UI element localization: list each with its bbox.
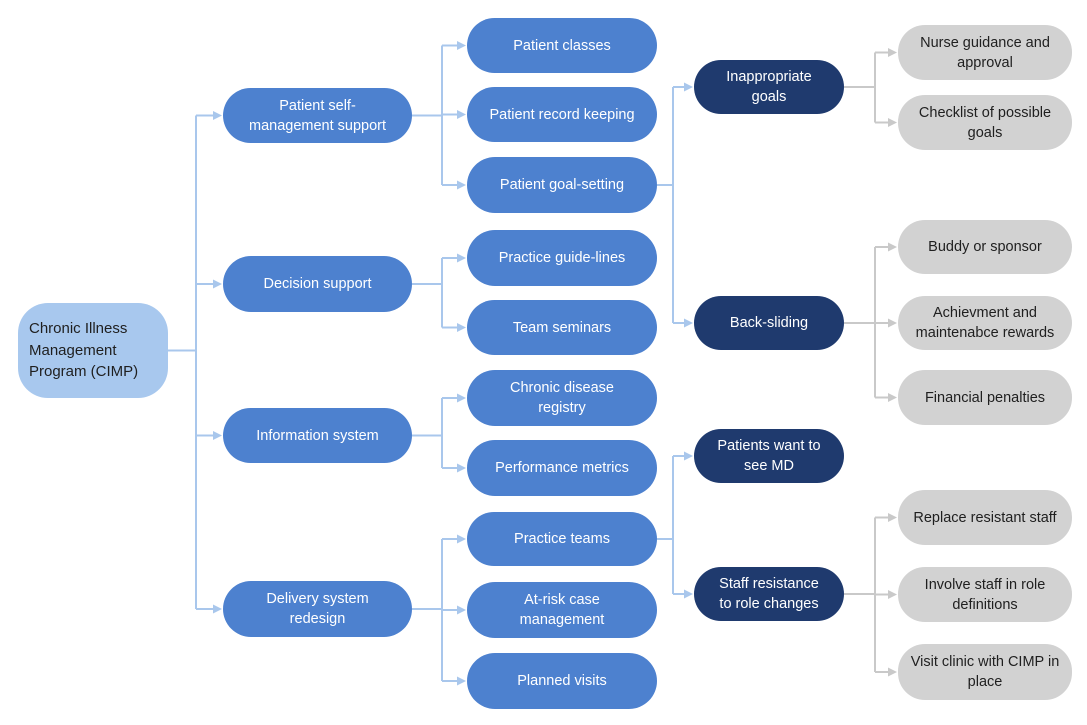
node-team-seminars: Team seminars <box>467 300 657 355</box>
node-visit-clinic-with-cimp-in-place: Visit clinic with CIMP in place <box>898 644 1072 700</box>
node-nurse-guidance-and-approval: Nurse guidance and approval <box>898 25 1072 80</box>
arrowhead-icon-replace-resistant-staff <box>888 513 897 522</box>
node-financial-penalties: Financial penalties <box>898 370 1072 425</box>
node-cimp-root: Chronic Illness Management Program (CIMP… <box>18 303 168 398</box>
node-back-sliding: Back-sliding <box>694 296 844 350</box>
arrowhead-icon-practice-teams <box>457 534 466 544</box>
arrowhead-icon-performance-metrics <box>457 463 466 473</box>
node-patient-self-management-support: Patient self- management support <box>223 88 412 143</box>
node-achievment-and-maintenabce-rewards: Achievment and maintenabce rewards <box>898 296 1072 350</box>
arrowhead-icon-team-seminars <box>457 323 466 332</box>
node-practice-guide-lines: Practice guide-lines <box>467 230 657 286</box>
node-patient-record-keeping: Patient record keeping <box>467 87 657 142</box>
node-delivery-system-redesign: Delivery system redesign <box>223 581 412 637</box>
arrowhead-icon-checklist-of-possible-goals <box>888 118 897 127</box>
node-patients-want-to-see-md: Patients want to see MD <box>694 429 844 483</box>
arrowhead-icon-buddy-or-sponsor <box>888 242 897 252</box>
arrowhead-icon-back-sliding <box>684 318 693 328</box>
node-at-risk-case-management: At-risk case management <box>467 582 657 638</box>
node-patient-classes: Patient classes <box>467 18 657 73</box>
arrowhead-icon-inappropriate-goals <box>684 82 693 92</box>
arrowhead-icon-practice-guide-lines <box>457 253 466 263</box>
arrowhead-icon-decision-support <box>213 279 222 289</box>
node-decision-support: Decision support <box>223 256 412 312</box>
node-performance-metrics: Performance metrics <box>467 440 657 496</box>
node-patient-goal-setting: Patient goal-setting <box>467 157 657 213</box>
node-practice-teams: Practice teams <box>467 512 657 566</box>
arrowhead-icon-involve-staff-in-role-definitions <box>888 590 897 599</box>
node-buddy-or-sponsor: Buddy or sponsor <box>898 220 1072 274</box>
node-chronic-disease-registry: Chronic disease registry <box>467 370 657 426</box>
arrowhead-icon-achievment-and-maintenabce-rewards <box>888 318 897 328</box>
node-involve-staff-in-role-definitions: Involve staff in role definitions <box>898 567 1072 622</box>
arrowhead-icon-chronic-disease-registry <box>457 393 466 403</box>
arrowhead-icon-information-system <box>213 431 222 440</box>
node-inappropriate-goals: Inappropriate goals <box>694 60 844 114</box>
arrowhead-icon-delivery-system-redesign <box>213 604 222 614</box>
node-information-system: Information system <box>223 408 412 463</box>
node-replace-resistant-staff: Replace resistant staff <box>898 490 1072 545</box>
arrowhead-icon-visit-clinic-with-cimp-in-place <box>888 667 897 677</box>
arrowhead-icon-planned-visits <box>457 676 466 686</box>
node-staff-resistance-to-role-changes: Staff resistance to role changes <box>694 567 844 621</box>
node-checklist-of-possible-goals: Checklist of possible goals <box>898 95 1072 150</box>
arrowhead-icon-patients-want-to-see-md <box>684 451 693 461</box>
arrowhead-icon-patient-classes <box>457 41 466 50</box>
arrowhead-icon-patient-self-management-support <box>213 111 222 120</box>
arrowhead-icon-financial-penalties <box>888 393 897 402</box>
arrowhead-icon-patient-record-keeping <box>457 110 466 119</box>
arrowhead-icon-patient-goal-setting <box>457 180 466 190</box>
arrowhead-icon-nurse-guidance-and-approval <box>888 48 897 57</box>
arrowhead-icon-at-risk-case-management <box>457 605 466 615</box>
arrowhead-icon-staff-resistance-to-role-changes <box>684 589 693 599</box>
node-planned-visits: Planned visits <box>467 653 657 709</box>
